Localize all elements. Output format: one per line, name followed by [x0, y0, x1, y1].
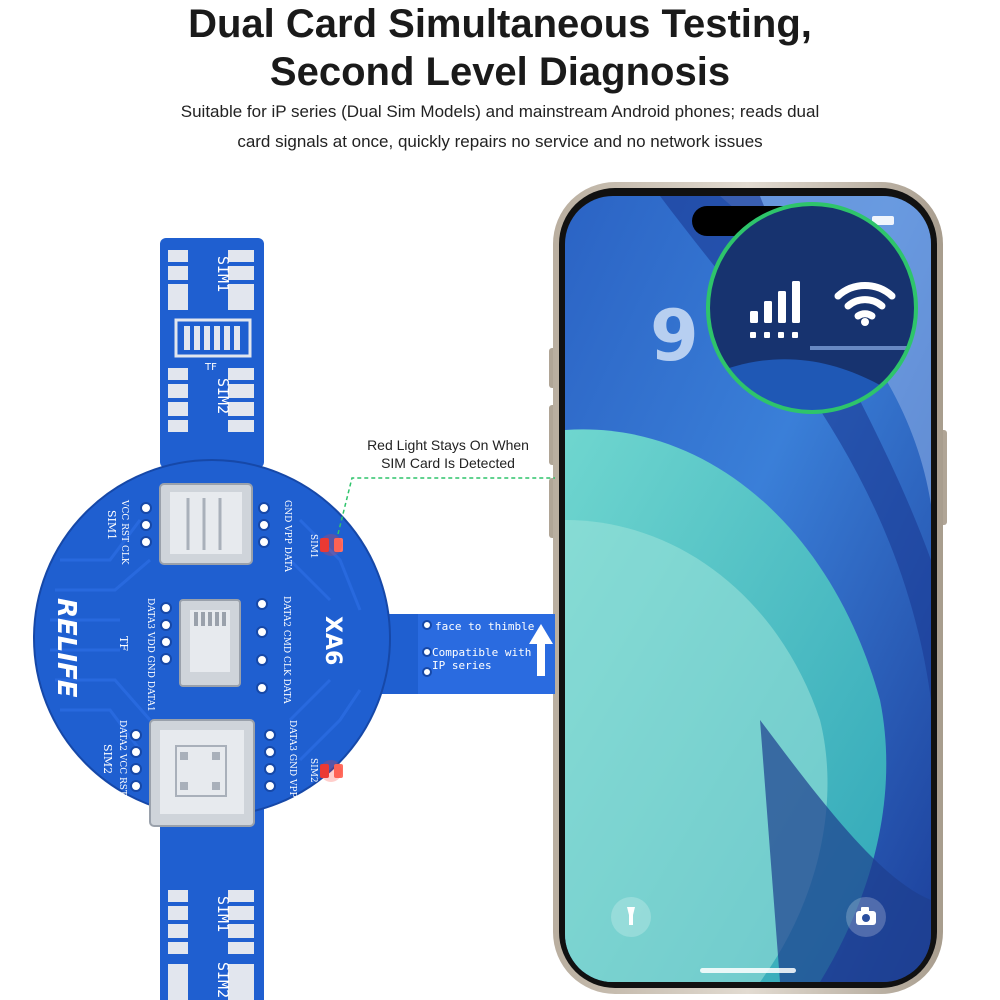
sim2-pins-right: DATA3 GND VPP DATA: [287, 720, 297, 826]
camera-icon: [856, 907, 876, 925]
callout-leader-line: [337, 477, 555, 535]
wifi-icon: [834, 282, 896, 320]
tf-pins-right: DATA2 CMD CLK DATA: [281, 596, 291, 704]
bottom-tab-pads: [168, 790, 254, 1000]
top-tab-sim2-label: SIM2: [214, 378, 232, 414]
relife-logo: RELIFE: [51, 598, 81, 698]
headline-line-2: Second Level Diagnosis: [269, 50, 731, 94]
bottom-tab-sim2-label: SIM2: [214, 962, 232, 998]
top-tab-tf-label: TF: [204, 362, 217, 373]
top-tab-sim1-label: SIM1: [214, 256, 232, 292]
bottom-tab-sim1-label: SIM1: [214, 896, 232, 932]
magnifier-ring: [706, 202, 918, 414]
connector-text-2: Compatible with: [432, 646, 531, 659]
sim1-silkscreen-label: SIM1: [105, 510, 118, 540]
led-callout: Red Light Stays On When SIM Card Is Dete…: [338, 436, 558, 472]
cellular-signal-icon: [750, 281, 800, 338]
tf-slot: [179, 599, 241, 687]
sim2-pins-left: DATA2 VCC RST CLK: [117, 720, 127, 819]
sim1-slot: [159, 483, 253, 565]
sim1-led: [320, 534, 343, 556]
battery-icon: [872, 216, 894, 225]
sim2-led-label: SIM2: [308, 758, 318, 783]
home-indicator: [700, 968, 796, 973]
headline-line-1: Dual Card Simultaneous Testing,: [188, 2, 812, 46]
subtitle-line-1: Suitable for iP series (Dual Sim Models)…: [180, 102, 820, 121]
sim1-pins-left: VCC RST CLK: [119, 499, 129, 565]
phone: 9: [549, 182, 947, 994]
lockscreen-clock-fragment: 9: [650, 295, 699, 377]
tester-board: SIM1 SIM2 TF SIM1 SIM2: [33, 238, 555, 1000]
sim2-silkscreen-label: SIM2: [101, 744, 114, 774]
tf-silkscreen-label: TF: [117, 636, 130, 651]
sim1-led-label: SIM1: [308, 534, 318, 559]
test-points: [130, 502, 432, 792]
sim2-slot: [149, 719, 255, 827]
led-callout-line-2: SIM Card Is Detected: [381, 455, 515, 471]
flashlight-icon: [627, 907, 635, 925]
subtitle-line-2: card signals at once, quickly repairs no…: [237, 132, 763, 151]
model-label: XA6: [320, 616, 345, 665]
sim2-led: [320, 760, 343, 782]
connector-text-1: face to thimble: [435, 620, 534, 633]
top-tab-pads: [168, 250, 254, 432]
tf-pins-left: DATA3 VDD GND DATA1: [145, 598, 155, 712]
arrow-up-icon: [529, 624, 553, 676]
led-callout-line-1: Red Light Stays On When: [367, 437, 529, 453]
connector-text-3: IP series: [432, 659, 492, 672]
signal-magnifier: [706, 202, 918, 414]
sim1-pins-right: GND VPP DATA: [282, 500, 292, 572]
